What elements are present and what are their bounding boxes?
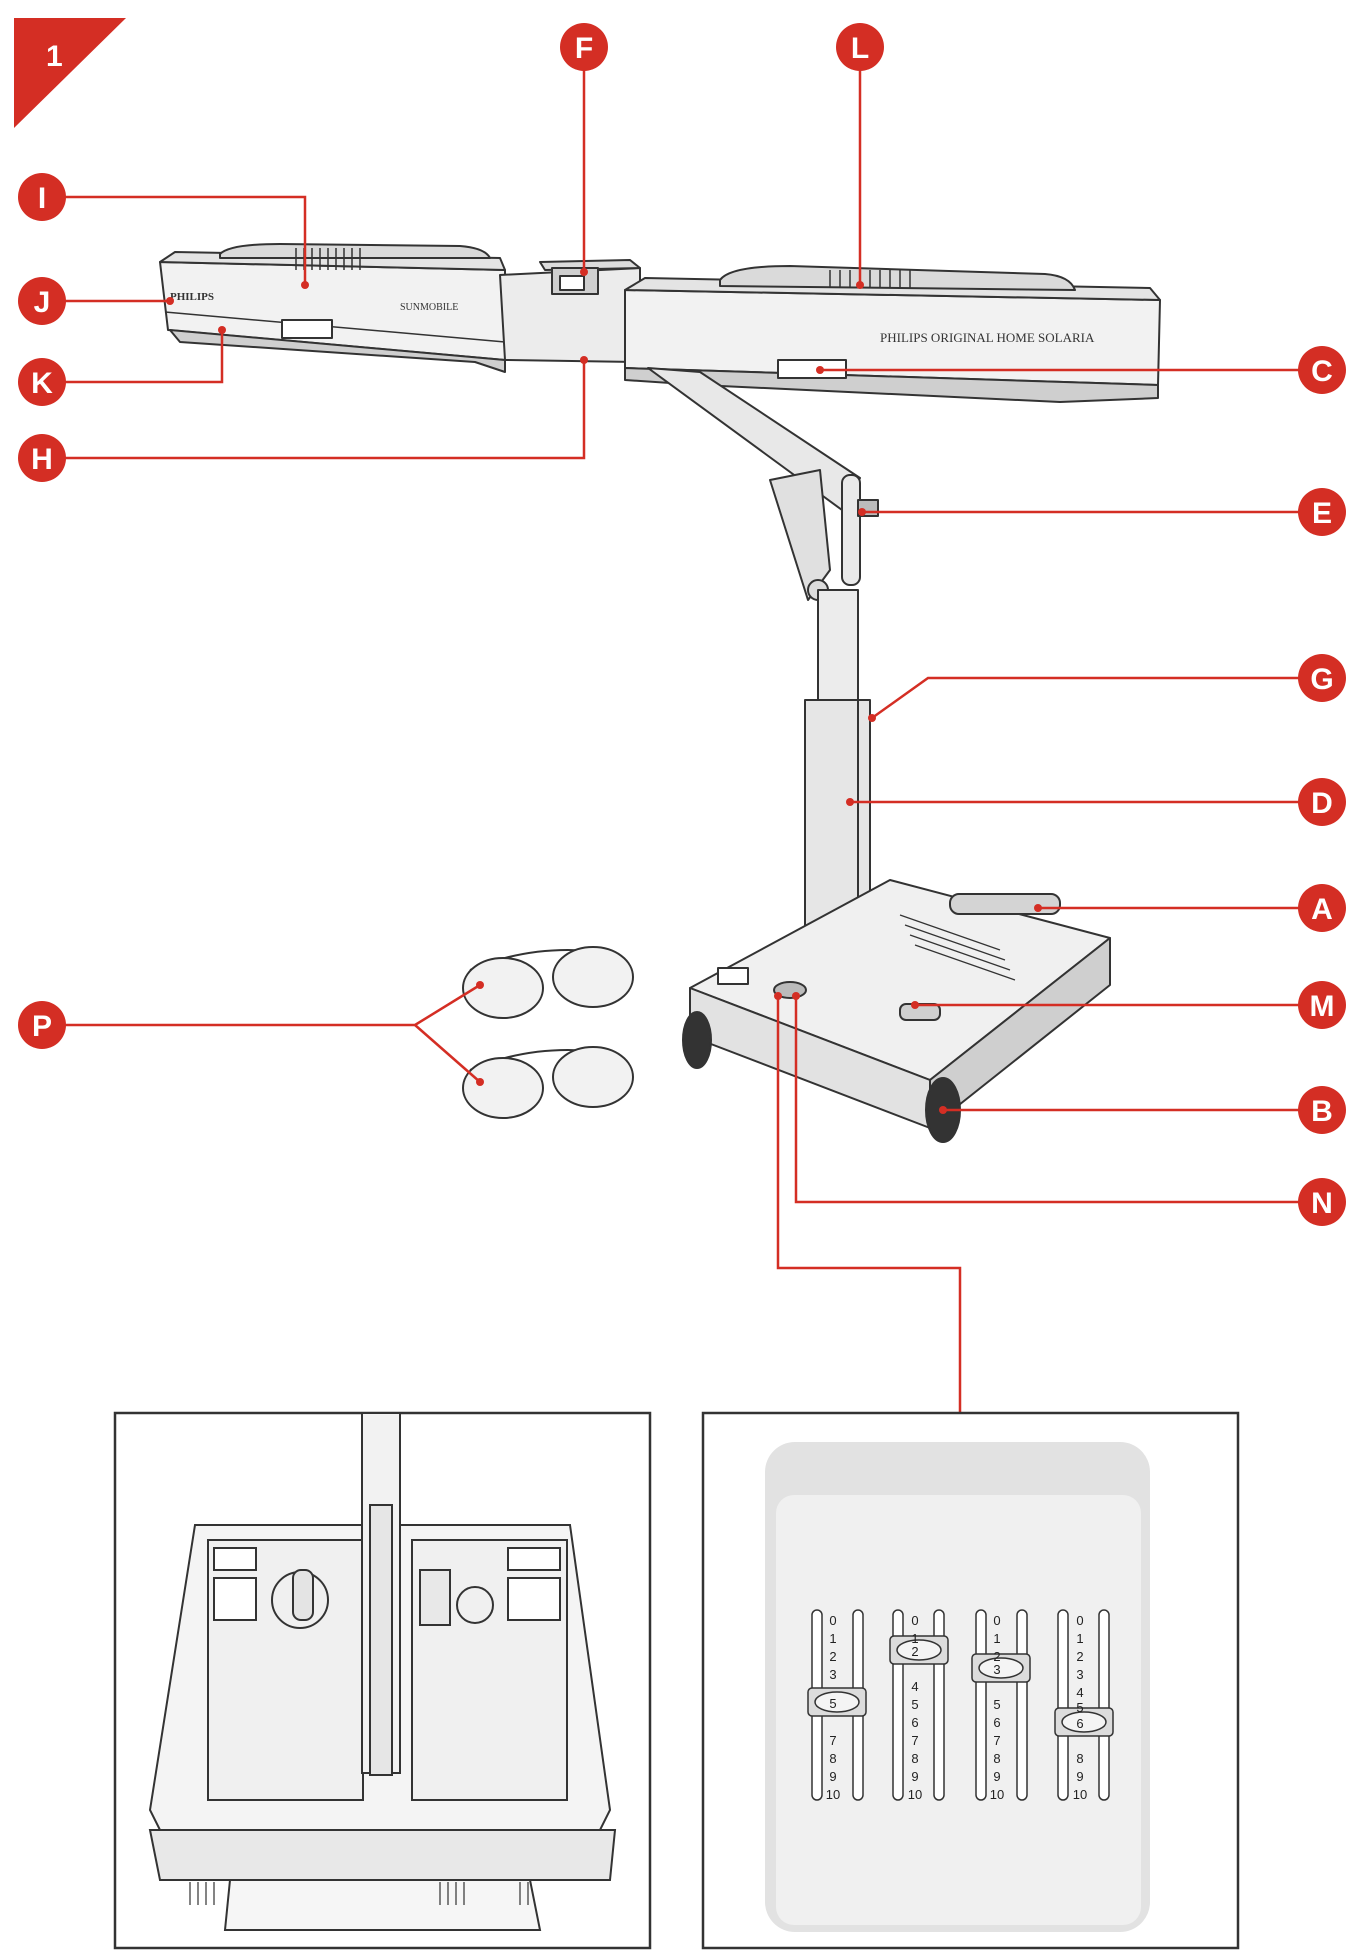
- right-lamp-housing: PHILIPS ORIGINAL HOME SOLARIA: [624, 265, 1161, 403]
- callout-M: M: [1298, 981, 1346, 1029]
- slider-4-scale: 0 1 2 3 4 5 6 8 9 10: [1073, 1613, 1087, 1802]
- slider-2-scale: 0 1 2 4 5 6 7 8 9 10: [908, 1613, 922, 1802]
- svg-text:10: 10: [826, 1787, 840, 1802]
- callout-I: I: [18, 173, 66, 221]
- left-wheel: [682, 1011, 712, 1069]
- callout-A: A: [1298, 884, 1346, 932]
- handle: [949, 893, 1061, 915]
- svg-text:9: 9: [1076, 1769, 1083, 1784]
- slider-1-scale: 0 1 2 3 5 7 8 9 10: [826, 1613, 840, 1802]
- svg-text:2: 2: [1076, 1649, 1083, 1664]
- goggles: [462, 946, 634, 1119]
- left-model-name: SUNMOBILE: [400, 302, 458, 313]
- figure-number-badge: 1: [14, 18, 126, 128]
- svg-text:L: L: [851, 32, 869, 65]
- svg-text:0: 0: [993, 1613, 1000, 1628]
- svg-text:D: D: [1311, 787, 1333, 820]
- svg-text:3: 3: [993, 1662, 1000, 1677]
- svg-text:3: 3: [829, 1667, 836, 1682]
- svg-text:P: P: [32, 1010, 52, 1043]
- callout-J: J: [18, 277, 66, 325]
- svg-text:10: 10: [908, 1787, 922, 1802]
- svg-text:4: 4: [911, 1679, 918, 1694]
- svg-text:10: 10: [1073, 1787, 1087, 1802]
- right-brand-text: PHILIPS ORIGINAL HOME SOLARIA: [880, 330, 1095, 345]
- svg-text:3: 3: [1076, 1667, 1083, 1682]
- left-brand-logo: PHILIPS: [170, 291, 214, 303]
- callout-K: K: [18, 358, 66, 406]
- svg-text:6: 6: [1076, 1716, 1083, 1731]
- svg-text:9: 9: [993, 1769, 1000, 1784]
- svg-text:1: 1: [829, 1631, 836, 1646]
- svg-text:1: 1: [993, 1631, 1000, 1646]
- support-arm: [647, 367, 879, 601]
- inset-slider-panel: 0 1 2 3 5 7 8 9 10 0 1 2 4 5 6: [701, 1411, 1240, 1950]
- inset-base-top-view: [113, 1411, 652, 1950]
- svg-text:C: C: [1311, 355, 1333, 388]
- svg-text:1: 1: [1076, 1631, 1083, 1646]
- mobile-base: [682, 879, 1111, 1143]
- callout-P: P: [18, 1001, 66, 1049]
- callout-G: G: [1298, 654, 1346, 702]
- left-lamp-switch: [281, 319, 333, 339]
- svg-text:N: N: [1311, 1187, 1333, 1220]
- svg-text:8: 8: [911, 1751, 918, 1766]
- svg-text:7: 7: [911, 1733, 918, 1748]
- svg-text:6: 6: [993, 1715, 1000, 1730]
- svg-text:K: K: [31, 367, 53, 400]
- svg-text:I: I: [38, 182, 46, 215]
- svg-text:1: 1: [911, 1631, 918, 1646]
- svg-text:9: 9: [829, 1769, 836, 1784]
- svg-text:2: 2: [993, 1649, 1000, 1664]
- svg-text:H: H: [31, 443, 53, 476]
- svg-text:6: 6: [911, 1715, 918, 1730]
- svg-text:5: 5: [1076, 1700, 1083, 1715]
- svg-text:8: 8: [829, 1751, 836, 1766]
- slider-3: 0 1 2 3 5 6 7 8 9 10: [971, 1609, 1031, 1802]
- svg-text:10: 10: [990, 1787, 1004, 1802]
- callout-L: L: [836, 23, 884, 71]
- callout-D: D: [1298, 778, 1346, 826]
- svg-text:8: 8: [993, 1751, 1000, 1766]
- left-lamp-housing: PHILIPS SUNMOBILE: [159, 243, 506, 373]
- svg-text:0: 0: [911, 1613, 918, 1628]
- slider-1: 0 1 2 3 5 7 8 9 10: [807, 1609, 867, 1802]
- svg-text:7: 7: [829, 1733, 836, 1748]
- svg-text:5: 5: [911, 1697, 918, 1712]
- callout-B: B: [1298, 1086, 1346, 1134]
- svg-text:0: 0: [829, 1613, 836, 1628]
- svg-text:A: A: [1311, 893, 1333, 926]
- svg-text:4: 4: [1076, 1685, 1083, 1700]
- callout-F: F: [560, 23, 608, 71]
- svg-text:B: B: [1311, 1095, 1333, 1128]
- svg-text:7: 7: [993, 1733, 1000, 1748]
- svg-text:F: F: [575, 32, 593, 65]
- svg-text:2: 2: [911, 1644, 918, 1659]
- svg-text:G: G: [1310, 663, 1333, 696]
- svg-text:8: 8: [1076, 1751, 1083, 1766]
- slider-4: 0 1 2 3 4 5 6 8 9 10: [1054, 1609, 1114, 1802]
- callout-C: C: [1298, 346, 1346, 394]
- svg-text:M: M: [1310, 990, 1335, 1023]
- callout-N: N: [1298, 1178, 1346, 1226]
- callout-E: E: [1298, 488, 1346, 536]
- sunlamp-illustration: PHILIPS SUNMOBILE PHILIPS ORIGINAL: [159, 243, 1161, 1143]
- center-hinge: [499, 259, 641, 363]
- slider-3-scale: 0 1 2 3 5 6 7 8 9 10: [990, 1613, 1004, 1802]
- svg-text:5: 5: [829, 1696, 836, 1711]
- svg-text:0: 0: [1076, 1613, 1083, 1628]
- svg-text:J: J: [34, 286, 51, 319]
- svg-text:E: E: [1312, 497, 1332, 530]
- svg-text:2: 2: [829, 1649, 836, 1664]
- slider-2: 0 1 2 4 5 6 7 8 9 10: [889, 1609, 949, 1802]
- svg-text:5: 5: [993, 1697, 1000, 1712]
- figure-number: 1: [46, 40, 63, 73]
- callout-H: H: [18, 434, 66, 482]
- svg-text:9: 9: [911, 1769, 918, 1784]
